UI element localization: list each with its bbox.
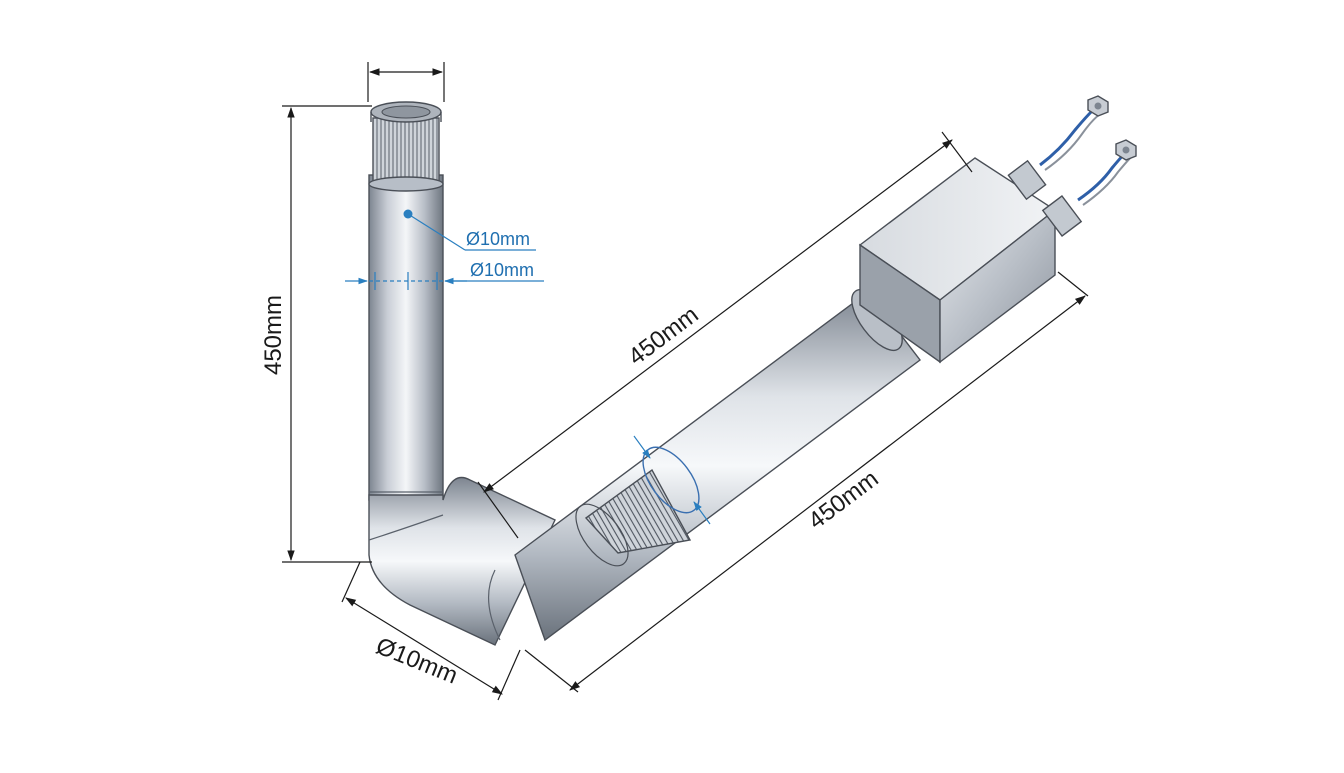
knurl-section-callout: [633, 435, 711, 525]
vertical-dimension: 450mm: [260, 105, 372, 563]
diagonal-tube: [514, 288, 921, 642]
callout-2-label: Ø10mm: [470, 260, 534, 280]
callout-1-label: Ø10mm: [466, 229, 530, 249]
terminal-right: [1041, 139, 1137, 237]
terminal-left: [1007, 95, 1109, 201]
lower-diagonal-dimension: 450mm: [524, 271, 1089, 693]
vertical-tube: [368, 101, 444, 501]
diameter-callout-2: Ø10mm: [345, 260, 544, 290]
lower-diagonal-label: 450mm: [803, 465, 883, 535]
top-width-dimension: [367, 62, 445, 102]
vertical-length-label: 450mm: [260, 295, 287, 375]
diameter-callout-1: Ø10mm: [403, 209, 536, 251]
